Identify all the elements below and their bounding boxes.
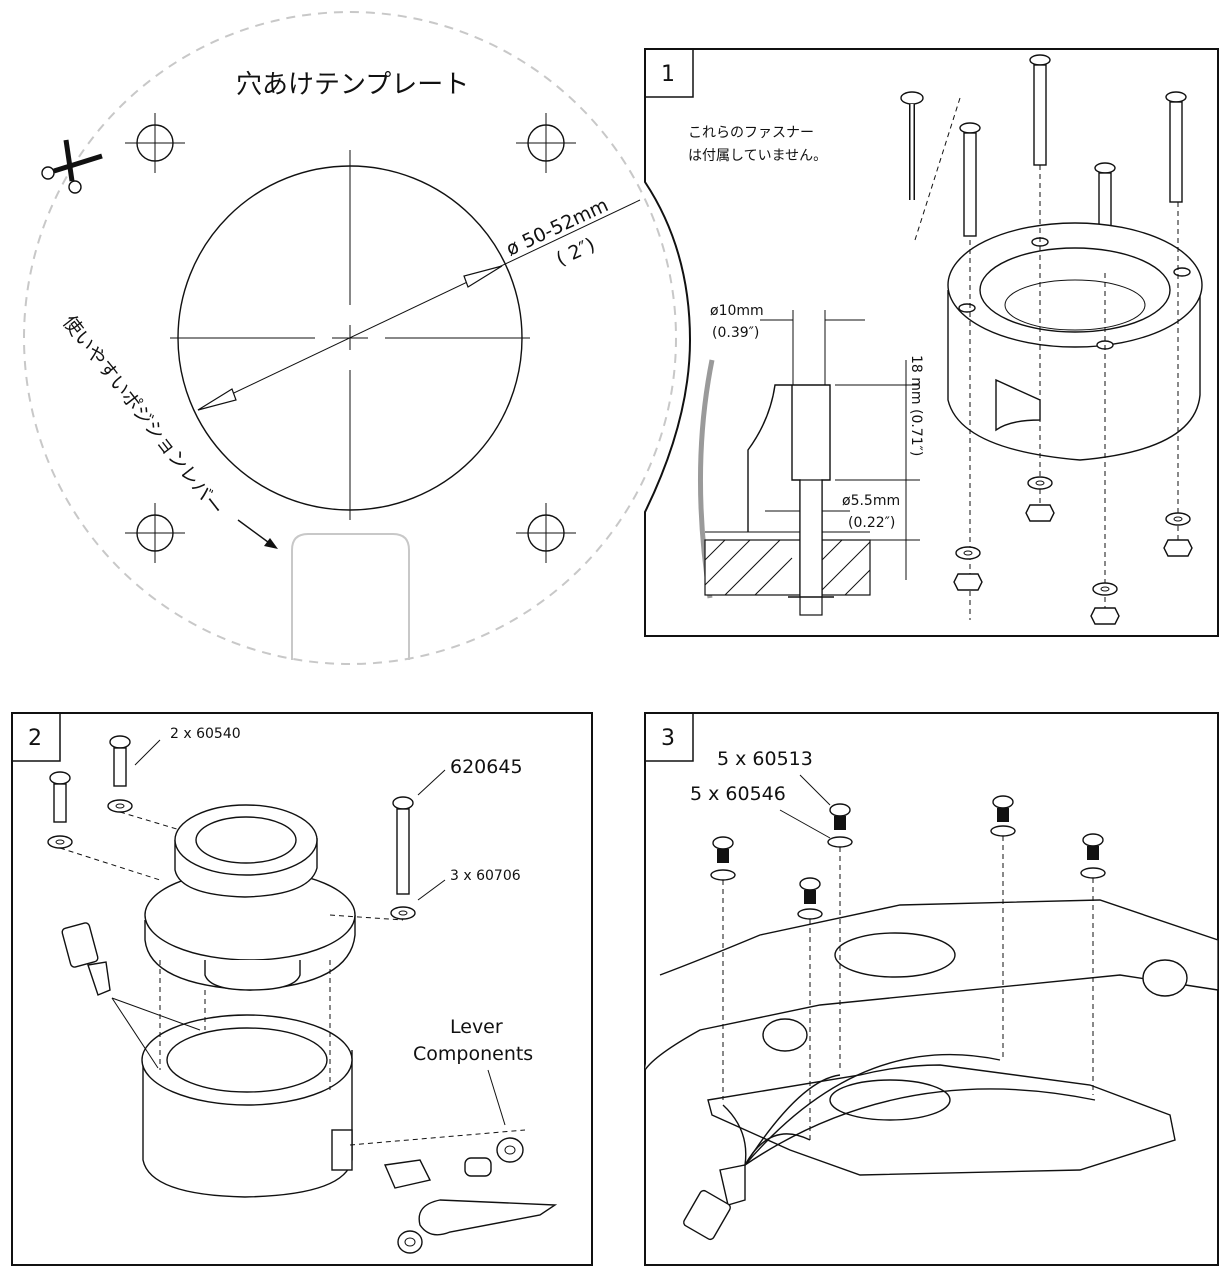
screw-icon [390,796,416,920]
screw-set [710,795,1106,920]
screw-icon [1029,54,1051,166]
screw-icon [990,795,1016,837]
step-number: 1 [661,62,675,87]
screw-icon [107,735,133,813]
hole-diameter-label: ø10mm [710,303,764,319]
screw-icon [900,91,961,241]
crosshair-icon [125,113,185,173]
glue-bottle-icon [61,922,201,1069]
part-label: 620645 [450,756,523,778]
part-label: 3 x 60706 [450,868,521,884]
screw-icon [797,877,823,920]
diameter-inch-label: ( 2″) [553,234,599,271]
lever-components [349,1129,558,1254]
drill-template: 穴あけテンプレート [23,11,677,665]
base-ring [947,165,1203,620]
crosshair-icon [516,503,576,563]
part-label: 5 x 60513 [717,748,813,770]
fastener-note-line2: は付属していません。 [688,148,827,164]
screw-icon [47,771,73,849]
hub-assembly [144,804,356,991]
step-1-panel: 1 これらのファスナー は付属していません。 [644,48,1219,637]
step-3-panel: 3 5 x 60513 5 x 60546 [644,712,1219,1266]
screw-icon [710,836,736,881]
scissors-icon [41,139,103,194]
screw-icon [827,803,853,848]
cross-section [698,310,920,616]
fastener-note-line1: これらのファスナー [688,125,814,141]
lever-label-line1: Lever [450,1016,503,1038]
part-label: 2 x 60540 [170,726,241,742]
glue-bottle-icon [683,1053,1096,1241]
main-hole [170,150,641,520]
bolt-diameter-label: ø5.5mm [842,493,900,509]
template-title: 穴あけテンプレート [236,70,469,100]
template-cut-line [23,11,677,665]
arrow-icon [264,538,278,549]
bolt-diameter-inch-label: (0.22″) [848,515,895,531]
screw-icon [1165,91,1187,203]
hole-diameter-inch-label: (0.39″) [712,325,759,341]
screw-icon [1080,833,1106,879]
crosshair-icon [516,113,576,173]
lever-slot [291,533,410,660]
part-label: 5 x 60546 [690,783,786,805]
base-ring [141,1014,353,1198]
lever-label-line2: Components [413,1043,533,1065]
seat-frame [644,899,1219,1071]
step-number: 3 [661,726,675,751]
step-number: 2 [28,726,42,751]
step-2-panel: 2 2 x 60540 620645 3 x 60706 Lever Compo… [11,712,593,1266]
screw-icon [959,122,981,237]
lever-note: 使いやすいポジションレバー [58,312,227,520]
crosshair-icon [125,503,185,563]
washer-nut-set [953,476,1193,625]
depth-label: 18 mm (0.71″) [908,355,924,456]
